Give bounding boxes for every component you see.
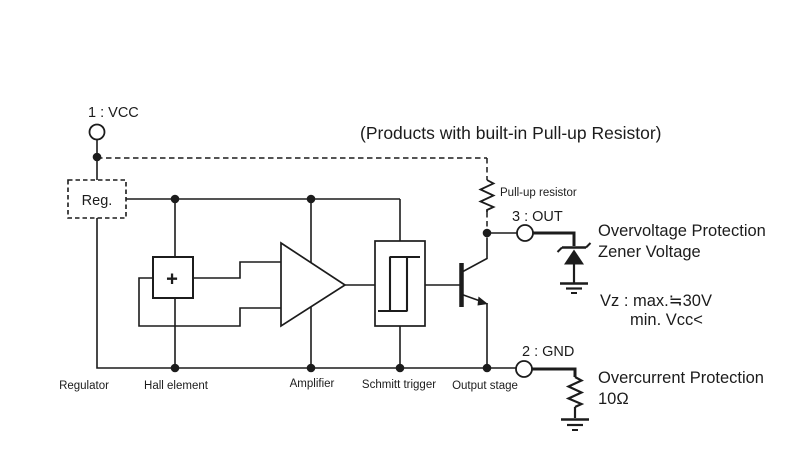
- junction-dot: [306, 194, 316, 204]
- gnd-pin-label: 2 : GND: [522, 344, 574, 360]
- junction-dot: [482, 228, 492, 238]
- junction-dot: [482, 363, 492, 373]
- regulator-box: [67, 179, 127, 219]
- stage-label-output-stage: Output stage: [452, 380, 518, 392]
- overcurrent-resistor-icon: [565, 376, 585, 408]
- out-terminal-icon: [516, 224, 534, 242]
- junction-dot: [92, 152, 102, 162]
- emitter-arrow-icon: [477, 296, 488, 306]
- output-transistor: [459, 237, 488, 368]
- junction-dot: [395, 363, 405, 373]
- out-pin-label: 3 : OUT: [512, 209, 563, 225]
- vcc-terminal-icon: [88, 123, 106, 141]
- zener-ground-icon: [560, 282, 588, 294]
- pullup-resistor-icon: [478, 179, 496, 212]
- zener-spec-max-label: Vz : max.≒30V: [600, 292, 712, 310]
- hall-lower-input-wire: [138, 277, 281, 327]
- zener-diode-icon: [556, 242, 592, 283]
- stage-label-hall-element: Hall element: [144, 380, 209, 392]
- hall-upper-input-wire: [193, 261, 281, 279]
- overcurrent-protection-label: Overcurrent Protection: [598, 369, 764, 387]
- gnd-protection-wire: [532, 367, 577, 377]
- gnd-terminal-icon: [515, 360, 533, 378]
- pullup-resistor-label: Pull-up resistor: [500, 187, 577, 199]
- stage-label-schmitt-trigger: Schmitt trigger: [362, 379, 436, 391]
- vcc-pin-label: 1 : VCC: [88, 105, 139, 121]
- overcurrent-value-label: 10Ω: [598, 390, 629, 408]
- hysteresis-icon: [378, 255, 420, 313]
- transistor-collector-wire: [461, 237, 488, 273]
- amplifier-triangle: [280, 241, 347, 328]
- bottom-rail-wire: [96, 218, 516, 369]
- junction-dots: [92, 152, 492, 373]
- stage-label-regulator: Regulator: [59, 380, 109, 392]
- zener-spec-min-label: min. Vcc<: [630, 311, 703, 329]
- zener-voltage-label: Zener Voltage: [598, 243, 701, 261]
- overvoltage-protection-label: Overvoltage Protection: [598, 222, 766, 240]
- wires: [96, 139, 517, 369]
- out-protection-wire: [533, 231, 576, 246]
- pullup-dashed-wire: [97, 157, 488, 229]
- hall-plus-icon: +: [166, 269, 177, 290]
- hall-element-box: [152, 256, 194, 299]
- built-in-pullup-note: (Products with built-in Pull-up Resistor…: [360, 123, 662, 143]
- junction-dot: [170, 363, 180, 373]
- gnd-ground-icon: [561, 418, 589, 431]
- junction-dot: [306, 363, 316, 373]
- stage-label-amplifier: Amplifier: [290, 378, 335, 390]
- schmitt-trigger-box: [374, 240, 426, 327]
- junction-dot: [170, 194, 180, 204]
- regulator-box-label: Reg.: [82, 193, 113, 209]
